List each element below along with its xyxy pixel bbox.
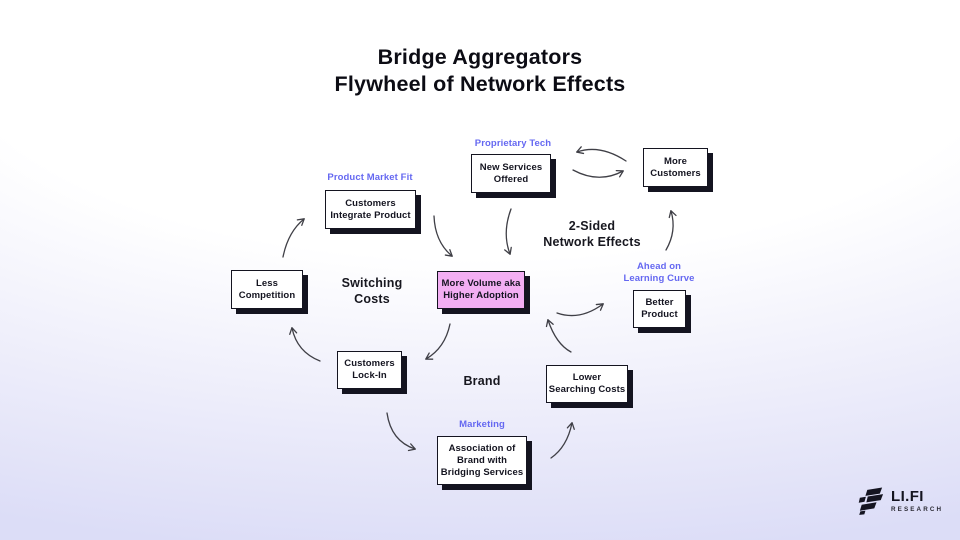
lifi-logo-words: LI.FI RESEARCH bbox=[891, 489, 943, 514]
arrow-integrate-to-volume bbox=[433, 215, 453, 257]
arrow-new-services-to-volume bbox=[504, 208, 512, 255]
node-customers-lock-in: Customers Lock-In bbox=[337, 351, 402, 389]
node-customers-integrate-product: Customers Integrate Product bbox=[325, 190, 416, 229]
arrow-less-competition-to-integrate bbox=[282, 218, 305, 258]
loop-label-switching-costs: Switching Costs bbox=[341, 276, 403, 306]
lifi-logo-subtitle: RESEARCH bbox=[891, 505, 944, 513]
arrow-volume-to-lockin bbox=[425, 323, 451, 360]
node-association-of-brand: Association of Brand with Bridging Servi… bbox=[437, 436, 527, 485]
arrow-new-services-to-more-customers bbox=[572, 169, 624, 178]
arrow-lockin-to-association bbox=[386, 412, 416, 452]
node-label: Customers Lock-In bbox=[344, 358, 395, 381]
loop-label-brand: Brand bbox=[463, 374, 501, 388]
tag-ahead-on-learning-curve: Ahead on Learning Curve bbox=[623, 261, 695, 284]
node-label: Lower Searching Costs bbox=[548, 372, 626, 395]
node-label: Association of Brand with Bridging Servi… bbox=[440, 442, 524, 478]
slide-title: Bridge Aggregators Flywheel of Network E… bbox=[334, 45, 626, 96]
arrow-more-customers-to-new-services bbox=[576, 146, 627, 162]
lifi-logo-name: LI.FI bbox=[891, 487, 924, 505]
arrow-lockin-to-less-competition bbox=[289, 327, 321, 362]
arrow-association-to-lower-searching bbox=[550, 422, 575, 459]
node-more-volume-higher-adoption: More Volume aka Higher Adoption bbox=[437, 271, 525, 309]
node-better-product: Better Product bbox=[633, 290, 686, 328]
node-label: Better Product bbox=[641, 297, 678, 320]
arrow-volume-to-better-product bbox=[556, 303, 604, 317]
arrow-better-product-to-more-customers bbox=[665, 210, 677, 251]
node-less-competition: Less Competition bbox=[231, 270, 303, 309]
lifi-research-logo: LI.FI RESEARCH bbox=[858, 486, 943, 516]
node-label: Less Competition bbox=[238, 277, 296, 301]
tag-marketing: Marketing bbox=[459, 419, 505, 430]
node-label: New Services Offered bbox=[479, 161, 543, 185]
node-new-services-offered: New Services Offered bbox=[471, 154, 551, 193]
loop-label-two-sided-network-effects: 2-Sided Network Effects bbox=[543, 219, 641, 249]
node-lower-searching-costs: Lower Searching Costs bbox=[546, 365, 628, 403]
node-more-customers: More Customers bbox=[643, 148, 708, 187]
lifi-logo-icon bbox=[858, 487, 884, 515]
node-label: More Volume aka Higher Adoption bbox=[441, 278, 521, 301]
node-label: Customers Integrate Product bbox=[330, 197, 411, 221]
arrow-lower-searching-to-volume bbox=[545, 319, 572, 353]
tag-proprietary-tech: Proprietary Tech bbox=[474, 138, 552, 149]
tag-product-market-fit: Product Market Fit bbox=[327, 172, 413, 183]
node-label: More Customers bbox=[650, 155, 701, 179]
